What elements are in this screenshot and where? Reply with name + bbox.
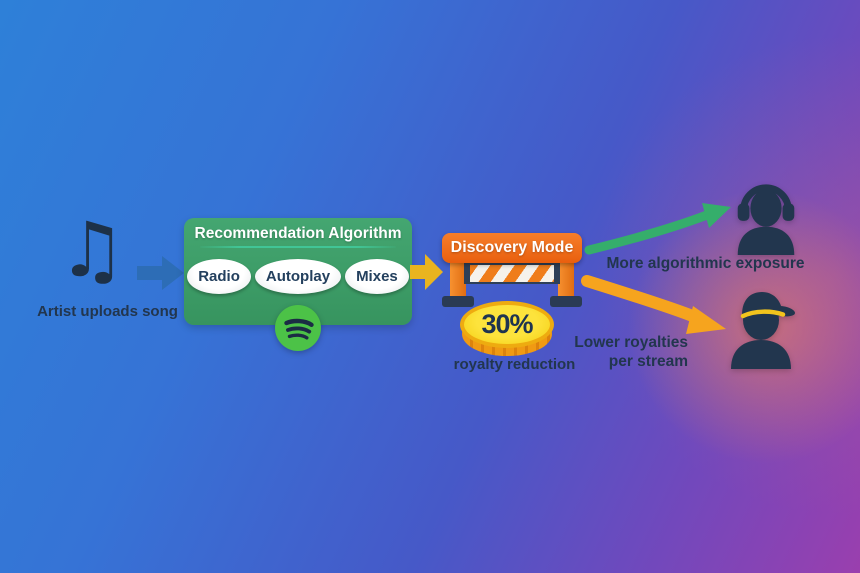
pill-radio: Radio [187, 259, 251, 294]
exposure-arrow-icon [584, 203, 731, 255]
flow-arrow-right-icon [137, 256, 184, 290]
listener-headphones-icon [737, 184, 795, 255]
algorithm-pills-row: Radio Autoplay Mixes [184, 259, 412, 294]
barrier-foot-right [550, 296, 582, 307]
discovery-mode-sign: Discovery Mode [442, 233, 582, 263]
royalty-coin-icon: 30% [460, 301, 554, 357]
title-underline [200, 246, 396, 248]
artist-step-label: Artist uploads song [37, 303, 178, 320]
royalties-arrow-icon [581, 275, 726, 334]
barrier-post-left [450, 261, 466, 299]
coin-percentage: 30% [481, 309, 533, 339]
flow-arrow-right-icon [410, 254, 443, 290]
music-note-icon: ♫ [58, 205, 127, 294]
pill-autoplay: Autoplay [254, 259, 342, 294]
barrier-striped-bar-icon [464, 263, 560, 284]
coin-face: 30% [460, 301, 554, 348]
royalties-label-line2: per stream [608, 353, 688, 370]
royalties-label-line1: Lower royalties [574, 334, 688, 351]
exposure-outcome-label: More algorithmic exposure [606, 255, 805, 272]
royalties-outcome-label: Lower royalties per stream [555, 333, 688, 371]
royalty-reduction-label: royalty reduction [453, 356, 576, 373]
discovery-mode-label: Discovery Mode [450, 239, 574, 256]
barrier-post-right [558, 261, 574, 299]
artist-cap-icon [731, 292, 795, 369]
barrier-foot-left [442, 296, 474, 307]
recommendation-algorithm-box: Recommendation Algorithm Radio Autoplay … [184, 218, 412, 325]
spotify-logo-icon [275, 305, 321, 351]
pill-mixes: Mixes [345, 259, 409, 294]
algorithm-box-title: Recommendation Algorithm [194, 225, 402, 242]
